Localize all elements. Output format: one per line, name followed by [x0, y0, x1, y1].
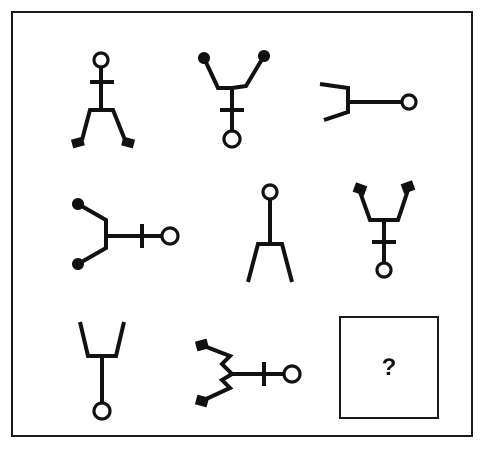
missing-answer-box[interactable]: ?	[339, 316, 439, 419]
figure-r2c1	[66, 190, 186, 280]
figure-r1c3	[318, 62, 428, 142]
figure-r2c3	[340, 178, 430, 288]
figure-r2c2	[228, 178, 318, 298]
figure-r3c2	[192, 330, 312, 420]
question-mark: ?	[382, 354, 397, 382]
figure-r1c1	[60, 48, 150, 158]
figure-r1c2	[190, 46, 280, 156]
figure-r3c1	[66, 316, 146, 426]
